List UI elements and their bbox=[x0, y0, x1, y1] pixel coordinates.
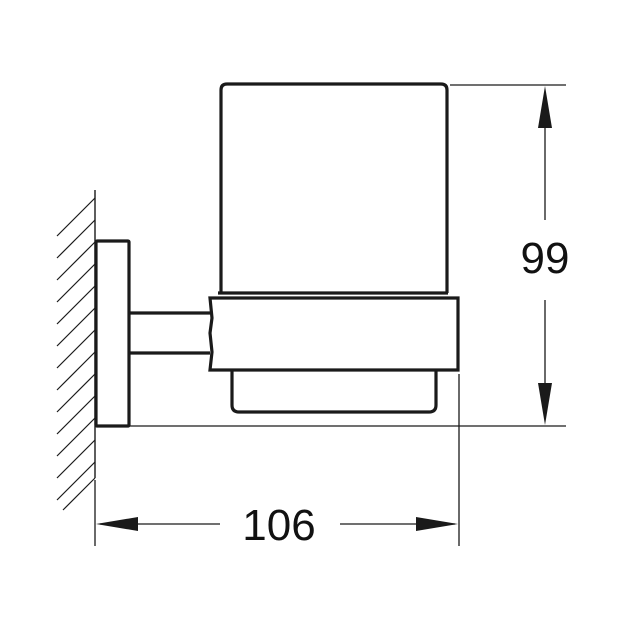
hatch-line bbox=[56, 241, 96, 281]
extension-lines bbox=[94, 84, 566, 546]
support-arm bbox=[129, 311, 210, 355]
hatch-line bbox=[56, 307, 96, 347]
hatch-line bbox=[56, 395, 96, 435]
hatch-line bbox=[56, 219, 96, 259]
width-label: 106 bbox=[242, 501, 315, 550]
arrow-left-icon bbox=[96, 517, 138, 531]
hatch-line bbox=[56, 461, 96, 501]
width-dimension: 106 bbox=[96, 501, 458, 550]
hatch-line bbox=[56, 329, 96, 369]
hatch-line bbox=[62, 477, 96, 511]
arrow-down-icon bbox=[538, 383, 552, 425]
arrow-right-icon bbox=[416, 517, 458, 531]
wall-hatching bbox=[56, 190, 96, 511]
height-label: 99 bbox=[521, 234, 570, 283]
hatch-line bbox=[56, 285, 96, 325]
hatch-line bbox=[56, 197, 96, 237]
hatch-line bbox=[56, 439, 96, 479]
holder-ring bbox=[208, 291, 460, 372]
arrow-up-icon bbox=[538, 86, 552, 128]
wall-mount-plate bbox=[94, 239, 131, 428]
glass-tumbler bbox=[219, 82, 449, 293]
height-dimension: 99 bbox=[521, 86, 570, 425]
hatch-line bbox=[56, 417, 96, 457]
hatch-line bbox=[56, 263, 96, 303]
glass-bottom bbox=[230, 370, 438, 414]
hatch-line bbox=[56, 351, 96, 391]
hatch-line bbox=[56, 373, 96, 413]
